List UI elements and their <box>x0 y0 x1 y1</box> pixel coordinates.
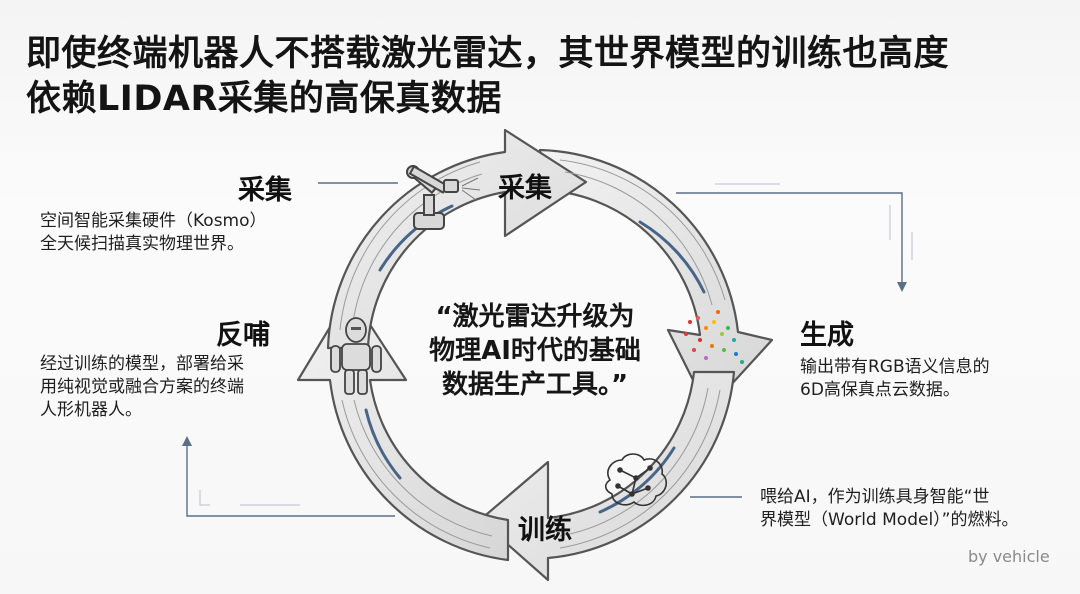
page-title: 即使终端机器人不搭载激光雷达，其世界模型的训练也高度 依赖LIDAR采集的高保真… <box>26 32 1066 122</box>
decorative-lines <box>199 183 913 506</box>
title-line-1: 即使终端机器人不搭载激光雷达，其世界模型的训练也高度 <box>26 34 950 74</box>
point-cloud-icon <box>684 310 744 364</box>
credit-text: by vehicle <box>968 547 1050 566</box>
stage-collect-desc-line-1: 空间智能采集硬件（Kosmo） <box>40 211 267 231</box>
title-line-2: 依赖LIDAR采集的高保真数据 <box>26 79 502 119</box>
ring-arrow-collect-label: 采集 <box>498 173 552 204</box>
stage-collect-description: 空间智能采集硬件（Kosmo） 全天候扫描真实物理世界。 <box>40 210 267 256</box>
stage-train-desc-line-2: 界模型（World Model）”的燃料。 <box>760 510 1019 530</box>
stage-generate-desc-line-2: 6D高保真点云数据。 <box>800 380 960 400</box>
stage-collect-desc-line-2: 全天候扫描真实物理世界。 <box>40 234 244 254</box>
humanoid-robot-icon <box>330 317 382 395</box>
flow-arrow-accents <box>364 204 706 514</box>
stage-collect-label: 采集 <box>238 175 292 206</box>
center-quote: “激光雷达升级为 物理AI时代的基础 数据生产工具。” <box>405 300 665 402</box>
stage-train-desc-line-1: 喂给AI，作为训练具身智能“世 <box>760 487 990 507</box>
robot-arm-icon <box>406 165 481 230</box>
stage-train-label: 训练 <box>518 515 572 546</box>
stage-generate-label: 生成 <box>800 320 854 351</box>
connector-generate <box>676 192 903 285</box>
stage-feedback-label: 反哺 <box>216 320 270 351</box>
stage-train-description: 喂给AI，作为训练具身智能“世 界模型（World Model）”的燃料。 <box>760 486 1018 532</box>
stage-generate-desc-line-1: 输出带有RGB语义信息的 <box>800 357 990 377</box>
center-quote-line-2: 物理AI时代的基础 <box>429 336 641 366</box>
connector-lines <box>182 182 907 517</box>
stage-feedback-desc-line-2: 用纯视觉或融合方案的终端 <box>40 377 244 397</box>
ring-arrow-feedback-to-collect <box>326 128 588 350</box>
stage-generate-description: 输出带有RGB语义信息的 6D高保真点云数据。 <box>800 356 990 402</box>
connector-feedback-arrowhead <box>182 436 192 446</box>
connector-generate-arrowhead <box>897 282 907 292</box>
center-quote-line-1: “激光雷达升级为 <box>435 302 635 332</box>
stage-feedback-description: 经过训练的模型，部署给采 用纯视觉或融合方案的终端 人形机器人。 <box>40 353 244 422</box>
center-quote-line-3: 数据生产工具。” <box>441 370 629 400</box>
stage-feedback-desc-line-1: 经过训练的模型，部署给采 <box>40 354 244 374</box>
brain-network-icon <box>604 453 668 507</box>
ring-arrow-generate-to-train <box>478 370 736 582</box>
connector-feedback <box>186 443 395 517</box>
ring-arrow-collect-to-generate <box>538 148 774 412</box>
stage-feedback-desc-line-3: 人形机器人。 <box>40 400 142 420</box>
